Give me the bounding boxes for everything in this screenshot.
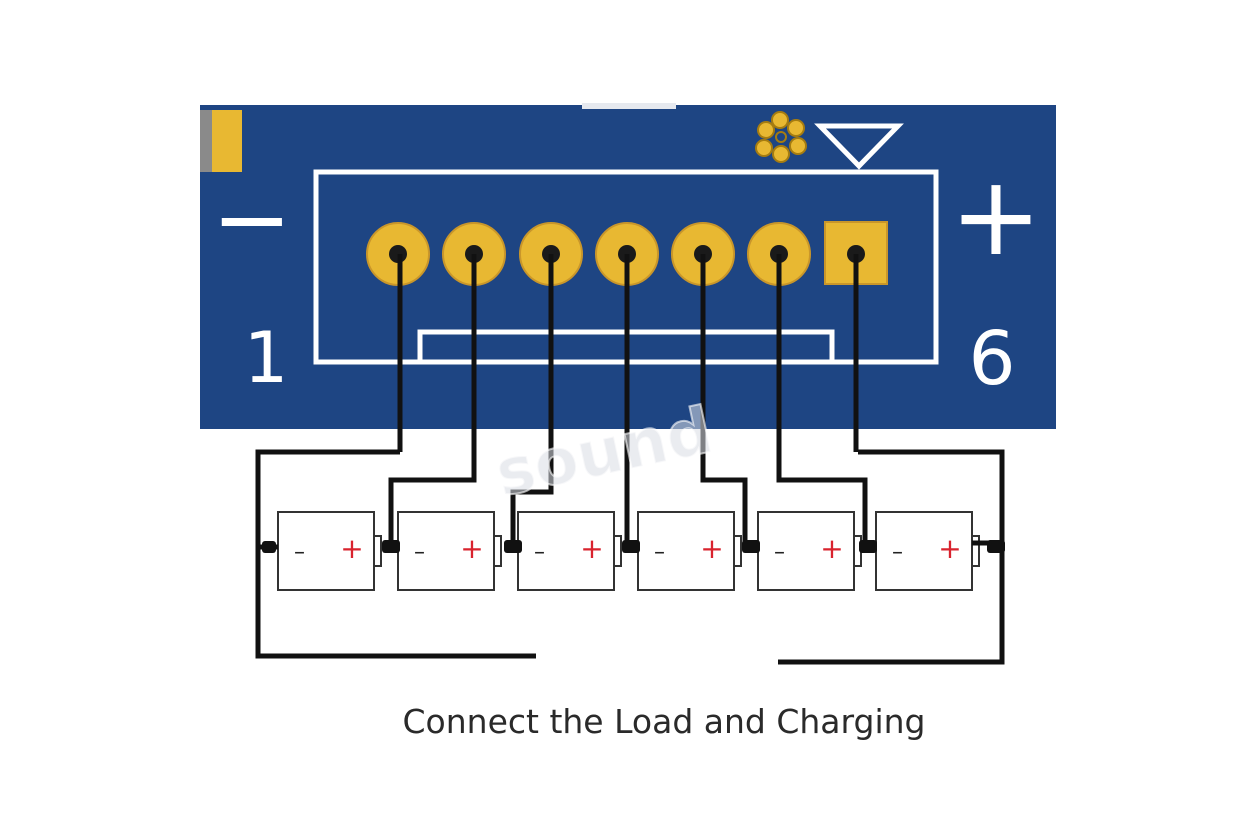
balance-wires bbox=[388, 254, 868, 547]
battery-cell-1: –+ bbox=[277, 511, 382, 591]
via-cluster-icon bbox=[755, 111, 807, 163]
battery-cell-5: –+ bbox=[757, 511, 862, 591]
cell-positive-label: + bbox=[700, 532, 723, 565]
balance-wire-1 bbox=[388, 254, 477, 547]
board-plus-label: + bbox=[950, 152, 1042, 280]
balance-wire-4 bbox=[700, 254, 748, 547]
cell-junction-2 bbox=[504, 540, 522, 553]
cell-negative-label: – bbox=[654, 540, 665, 565]
pin-indicator-triangle-icon bbox=[814, 123, 904, 170]
smd-component-icon bbox=[200, 110, 242, 172]
cell-positive-label: + bbox=[460, 532, 483, 565]
cell-negative-label: – bbox=[414, 540, 425, 565]
cell-positive-label: + bbox=[820, 532, 843, 565]
cell-negative-label: – bbox=[774, 540, 785, 565]
board-start-number: 1 bbox=[244, 317, 289, 399]
negative-main-wire bbox=[255, 449, 536, 659]
cell-negative-label: – bbox=[294, 540, 305, 565]
cell-junction-4 bbox=[742, 540, 760, 553]
battery-cell-4: –+ bbox=[637, 511, 742, 591]
cell-junction-3 bbox=[622, 540, 640, 553]
main-wires bbox=[255, 449, 1005, 665]
cell-negative-label: – bbox=[892, 540, 903, 565]
board-top-notch bbox=[582, 103, 676, 109]
battery-cell-6: –+ bbox=[875, 511, 980, 591]
battery-cells: –+–+–+–+–+–+ bbox=[262, 511, 1005, 591]
diagram-caption: Connect the Load and Charging bbox=[403, 702, 926, 741]
battery-cell-3: –+ bbox=[517, 511, 622, 591]
balance-wire-2 bbox=[510, 254, 554, 547]
board-minus-label: − bbox=[212, 163, 292, 275]
cell-junction-1 bbox=[382, 540, 400, 553]
cell-junction-5 bbox=[859, 540, 877, 553]
cell-positive-label: + bbox=[938, 532, 961, 565]
cell-positive-label: + bbox=[340, 532, 363, 565]
board-end-number: 6 bbox=[968, 316, 1015, 402]
cell-positive-label: + bbox=[580, 532, 603, 565]
battery-cell-2: –+ bbox=[397, 511, 502, 591]
positive-main-wire bbox=[778, 449, 1005, 665]
balance-wire-5 bbox=[776, 254, 868, 543]
cell-negative-label: – bbox=[534, 540, 545, 565]
